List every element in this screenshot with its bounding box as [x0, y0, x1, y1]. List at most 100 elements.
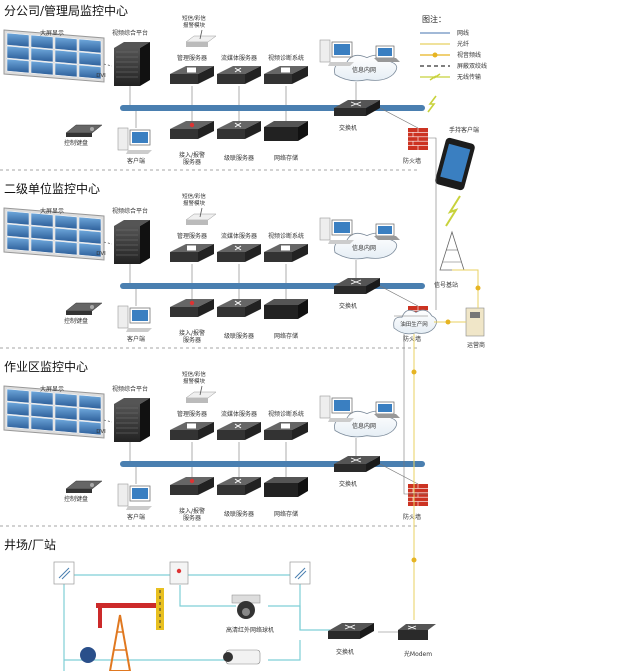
server-top-icon: [217, 66, 261, 84]
alarm-icon: [189, 122, 195, 128]
client-label: 客户端: [127, 335, 145, 343]
laptop-icon: [374, 401, 400, 418]
server-top-icon: [217, 422, 261, 440]
server-top-label: 管理服务器: [177, 232, 207, 240]
cascade-server-icon: [217, 477, 261, 495]
switch-label: 交换机: [339, 302, 357, 310]
video-wall-icon: [3, 207, 105, 261]
mobile-client-label: 手持客户端: [449, 126, 479, 134]
section-title: 分公司/管理局监控中心: [4, 3, 128, 18]
platform-label: 视频综合平台: [112, 207, 148, 215]
section-title: 二级单位监控中心: [4, 181, 100, 196]
alarm-module-label-2: 报警模块: [183, 199, 206, 207]
legend-title: 图注：: [422, 14, 446, 24]
server-bottom-label: 服务器: [183, 336, 201, 344]
legend-item: 光纤: [420, 40, 469, 48]
dvi-cable: [103, 63, 113, 67]
ptz-camera-icon: [231, 594, 261, 619]
server-bottom-label: 网络存储: [274, 510, 298, 518]
cross-arrows-icon: [234, 478, 242, 484]
switch-arrows-icon: [350, 101, 362, 107]
network-storage-icon: [264, 477, 308, 497]
antenna-icon: [199, 385, 203, 396]
access-alarm-server-icon: [170, 121, 214, 139]
server-bottom-label: 接入/报警: [179, 329, 205, 337]
cross-arrows-icon: [234, 67, 242, 73]
screen-icon: [187, 67, 196, 73]
server-bottom-label: 级联服务器: [224, 332, 254, 340]
wireless-bolt-icon: [427, 95, 437, 113]
junction-box-icon: [53, 561, 75, 585]
link-line: [428, 137, 437, 310]
alarm-module-icon: [185, 207, 217, 225]
link-line: [379, 285, 419, 307]
legend-label: 网线: [457, 29, 469, 37]
platform-label: 视频综合平台: [112, 29, 148, 37]
keyboard-label: 控制键盘: [64, 317, 88, 325]
link-line: [379, 463, 419, 485]
server-bottom-label: 网络存储: [274, 332, 298, 340]
operator-server-icon: [465, 307, 485, 337]
control-keyboard-icon: [65, 480, 103, 493]
modem-label: 光Modem: [404, 650, 432, 658]
cascade-server-icon: [217, 121, 261, 139]
firewall-label: 防火墙: [403, 157, 421, 165]
platform-rack-icon: [114, 42, 150, 86]
alarm-module-label-1: 短信/彩信: [182, 370, 206, 378]
access-alarm-server-icon: [170, 477, 214, 495]
server-bottom-label: 服务器: [183, 158, 201, 166]
antenna-icon: [199, 207, 203, 218]
client-label: 客户端: [127, 157, 145, 165]
server-top-label: 视频诊断系统: [268, 232, 304, 240]
intranet-label: 信息内网: [352, 422, 376, 430]
laptop-icon: [374, 45, 400, 62]
link-line: [403, 334, 428, 495]
client-pc-icon: [319, 217, 354, 244]
field-switch-icon: [328, 623, 374, 639]
link-line: [379, 107, 419, 129]
video-wall-icon: [3, 385, 105, 439]
server-bottom-label: 接入/报警: [179, 507, 205, 515]
server-top-icon: [264, 422, 308, 440]
bullet-camera-icon: [223, 649, 261, 665]
server-top-icon: [170, 244, 214, 262]
operator-label: 运营商: [467, 341, 485, 349]
video-wall-label: 大屏显示: [40, 385, 64, 393]
fiber-line: [452, 269, 479, 308]
screen-icon: [187, 423, 196, 429]
alarm-module-label-2: 报警模块: [183, 21, 206, 29]
base-station-label: 信号基站: [434, 281, 458, 289]
client-pc-icon: [117, 127, 152, 154]
section-switch-icon: [334, 456, 380, 472]
server-top-label: 管理服务器: [177, 54, 207, 62]
server-top-label: 流媒体服务器: [221, 232, 257, 240]
alarm-box-icon: [169, 561, 189, 585]
server-top-icon: [217, 244, 261, 262]
production-net-label: 油田生产网: [400, 320, 428, 328]
switch-label: 交换机: [339, 480, 357, 488]
alarm-icon: [189, 478, 195, 484]
server-top-label: 管理服务器: [177, 410, 207, 418]
server-top-label: 流媒体服务器: [221, 410, 257, 418]
modem-arrows-icon: [407, 625, 417, 630]
control-keyboard-icon: [65, 124, 103, 137]
field-link: [268, 605, 330, 631]
server-bottom-label: 网络存储: [274, 154, 298, 162]
server-bottom-label: 级联服务器: [224, 510, 254, 518]
dvi-cable: [103, 419, 113, 423]
server-bottom-label: 级联服务器: [224, 154, 254, 162]
lightning-icon: [429, 73, 441, 81]
pumpjack-icon: [80, 588, 164, 671]
network-storage-icon: [264, 121, 308, 141]
section-title: 作业区监控中心: [4, 359, 88, 374]
server-top-icon: [264, 244, 308, 262]
switch-arrows-icon: [350, 457, 362, 463]
field-site: 井场/厂站高清红外网络球机交换机光Modem: [4, 538, 436, 671]
firewall-label: 防火墙: [403, 513, 421, 521]
firewall-label: 防火墙: [403, 335, 421, 343]
cross-arrows-icon: [234, 122, 242, 128]
access-alarm-server-icon: [170, 299, 214, 317]
server-top-label: 视频诊断系统: [268, 410, 304, 418]
